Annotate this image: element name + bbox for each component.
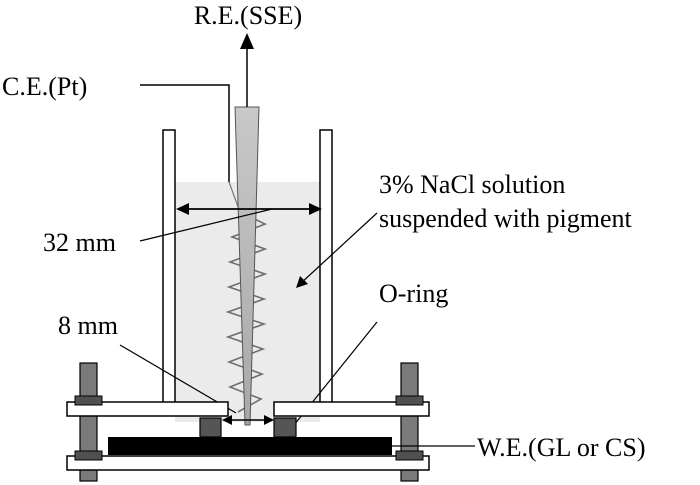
diameter-label: 32 mm <box>43 228 116 257</box>
cylinder-left-wall <box>162 129 176 406</box>
diameter-arrowhead-left <box>176 203 189 215</box>
o-ring-left <box>199 417 222 438</box>
left-top-nut <box>74 395 103 406</box>
working-electrode-plate <box>108 437 392 455</box>
left-bottom-nut-front <box>74 450 103 461</box>
right-bottom-nut-front <box>395 450 424 461</box>
solution-label-line2: suspended with pigment <box>379 204 633 233</box>
cylinder-right-wall <box>319 129 333 406</box>
working-electrode-label: W.E.(GL or CS) <box>477 433 646 462</box>
solution-leader-line <box>299 212 378 285</box>
o-ring-label: O-ring <box>379 279 448 308</box>
top-plate-right <box>273 401 430 417</box>
counter-electrode-label: C.E.(Pt) <box>2 72 87 101</box>
reference-electrode-arrowhead <box>240 33 254 49</box>
solution-leader-arrowhead <box>296 276 308 288</box>
diameter-arrowhead-right <box>309 203 322 215</box>
o-ring-right <box>273 417 297 438</box>
diameter-leader-line <box>139 208 273 242</box>
counter-electrode-lead <box>140 84 230 182</box>
gap-label: 8 mm <box>58 311 118 340</box>
gap-arrowhead-left <box>222 415 232 425</box>
reference-electrode-tube <box>234 106 260 426</box>
right-top-nut <box>395 395 424 406</box>
reference-electrode-label: R.E.(SSE) <box>194 1 302 30</box>
solution-label-line1: 3% NaCl solution <box>379 170 565 199</box>
bottom-plate <box>66 455 430 471</box>
top-plate-left <box>66 401 229 417</box>
gap-arrowhead-right <box>264 415 274 425</box>
